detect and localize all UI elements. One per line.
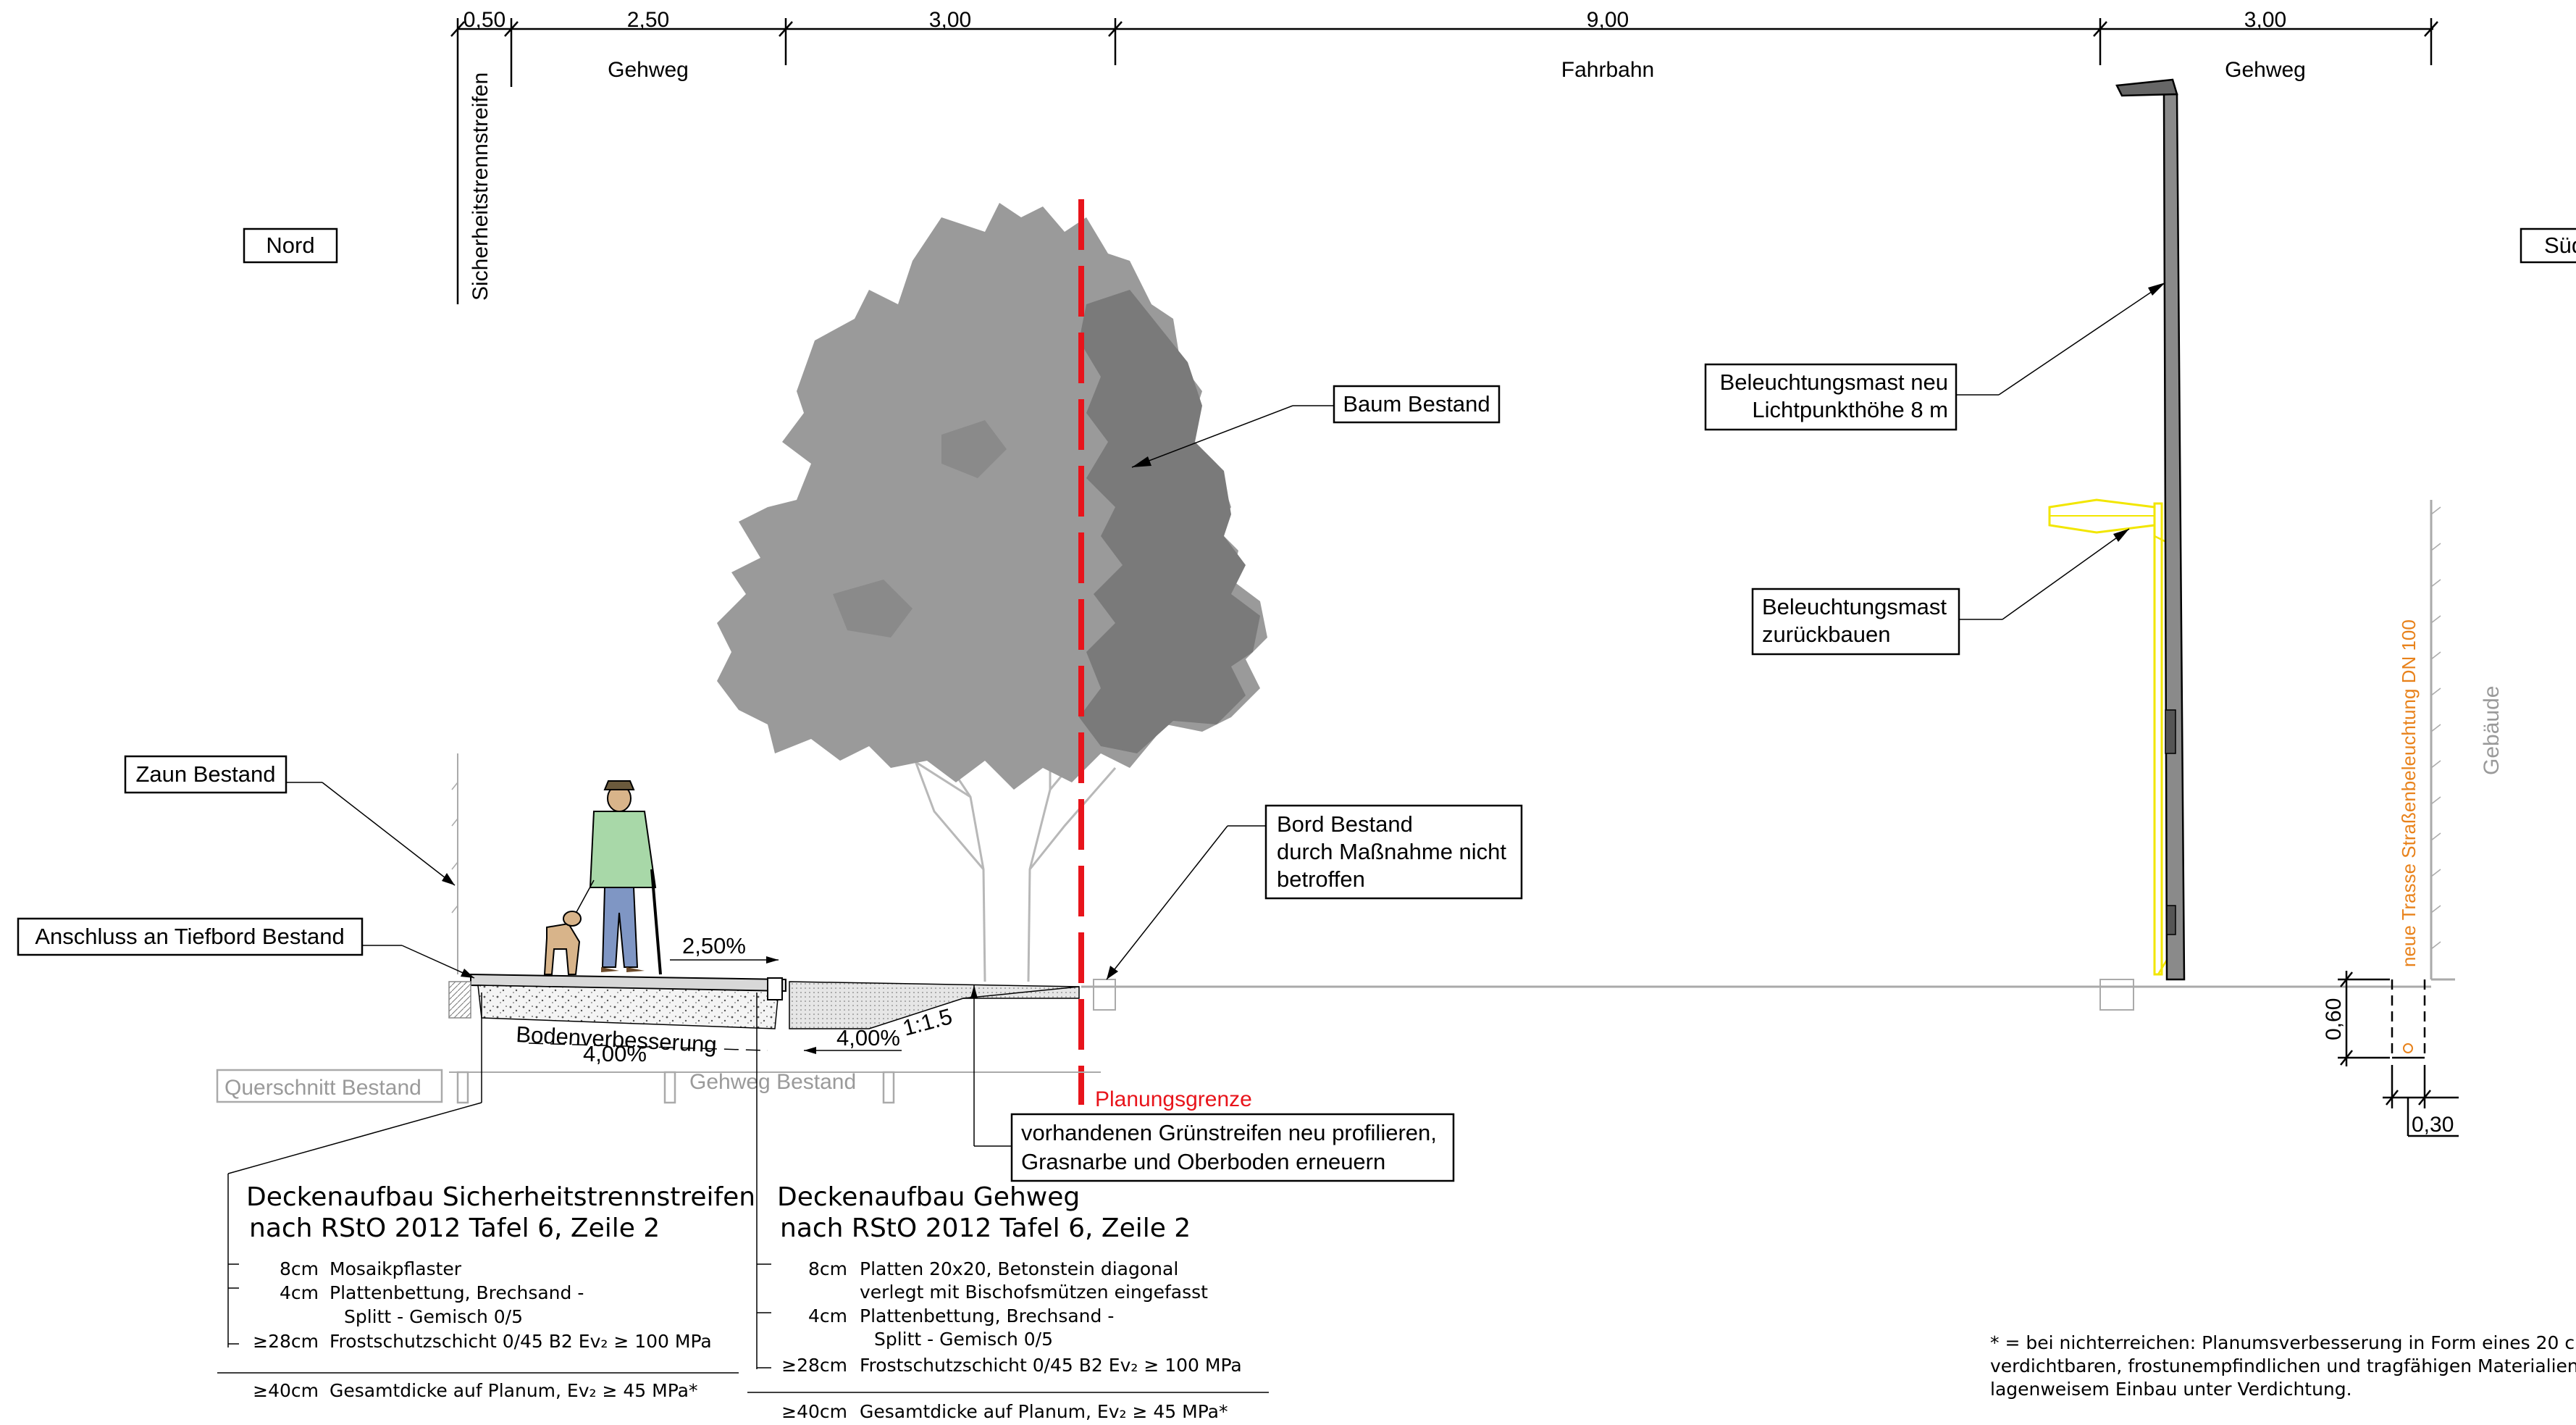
south-label: Süd — [2544, 233, 2576, 258]
callout-fence: Zaun Bestand — [124, 755, 456, 886]
existing-walkway-label: Gehweg Bestand — [689, 1070, 856, 1094]
slope-walkway: 2,50% — [682, 933, 746, 958]
callout-low-curb: Anschluss an Tiefbord Bestand — [17, 917, 475, 979]
pavement-right-title2: nach RStO 2012 Tafel 6, Zeile 2 — [780, 1213, 1191, 1243]
slope-base: 4,00% — [583, 1041, 647, 1066]
cross-section-surface — [448, 973, 2455, 1059]
callout-curb-line2: durch Maßnahme nicht — [1277, 839, 1506, 864]
footnote-line1: * = bei nichterreichen: Planumsverbesser… — [1990, 1332, 2576, 1353]
trench-depth-value: 0,60 — [2322, 998, 2346, 1040]
dim-label-walkway-left: Gehweg — [608, 58, 689, 82]
callout-mast-new: Beleuchtungsmast neu Lichtpunkthöhe 8 m — [1704, 282, 2166, 431]
pavement-left-layer3: Splitt - Gemisch 0/5 — [344, 1306, 523, 1327]
callout-mast-remove-line1: Beleuchtungsmast — [1762, 594, 1947, 619]
tree-existing — [717, 203, 1267, 982]
orientation-labels: Nord Süd — [243, 227, 2576, 264]
callout-curb-line3: betroffen — [1277, 866, 1365, 892]
dim-label-safety-strip-vertical: Sicherheitstrennstreifen — [469, 72, 492, 301]
existing-section-label: Querschnitt Bestand — [225, 1076, 421, 1100]
callout-fence-label: Zaun Bestand — [135, 761, 275, 787]
cable-route-label: neue Trasse Straßenbeleuchtung DN 100 — [2398, 619, 2420, 967]
existing-section: Querschnitt Bestand Gehweg Bestand — [216, 1069, 1101, 1104]
pavement-right-total-thk: ≥40cm — [781, 1401, 847, 1422]
pavement-left-title2: nach RStO 2012 Tafel 6, Zeile 2 — [249, 1213, 660, 1243]
lighting-mast-old — [2048, 498, 2170, 976]
building-edge: Gebäude neue Trasse Straßenbeleuchtung D… — [2398, 500, 2504, 979]
footnote-line2: verdichtbaren, frostunempfindlichen und … — [1990, 1355, 2576, 1376]
dim-value-carriageway: 9,00 — [1587, 8, 1629, 32]
pavement-left-layer4-thk: ≥28cm — [253, 1331, 319, 1352]
pavement-left-layer1-thk: 8cm — [280, 1258, 319, 1279]
dim-label-carriageway: Fahrbahn — [1561, 58, 1654, 82]
pavement-right-layer4: Splitt - Gemisch 0/5 — [874, 1329, 1053, 1350]
pavement-right-title1: Deckenaufbau Gehweg — [777, 1182, 1080, 1212]
pavement-left-layer2: Plattenbettung, Brechsand - — [330, 1282, 584, 1303]
callout-tree-label: Baum Bestand — [1343, 391, 1490, 417]
dim-value-green-strip: 3,00 — [929, 8, 971, 32]
pavement-right-layer3-thk: 4cm — [808, 1305, 847, 1326]
callout-low-curb-label: Anschluss an Tiefbord Bestand — [35, 924, 344, 949]
trench-width-value: 0,30 — [2412, 1113, 2454, 1137]
callout-green-strip: vorhandenen Grünstreifen neu profilieren… — [970, 985, 1455, 1182]
callout-curb: Bord Bestand durch Maßnahme nicht betrof… — [1106, 804, 1523, 980]
pavement-right-layer3: Plattenbettung, Brechsand - — [860, 1305, 1114, 1326]
pavement-left-layer4: Frostschutzschicht 0/45 B2 Ev₂ ≥ 100 MPa — [330, 1331, 712, 1352]
pavement-left-total: Gesamtdicke auf Planum, Ev₂ ≥ 45 MPa* — [330, 1380, 697, 1401]
pavement-structure-right: Deckenaufbau Gehweg nach RStO 2012 Tafel… — [747, 993, 1269, 1422]
pavement-right-layer1: Platten 20x20, Betonstein diagonal — [860, 1258, 1178, 1279]
dim-value-safety-strip: 0,50 — [463, 8, 505, 32]
callout-mast-new-line2: Lichtpunkthöhe 8 m — [1752, 397, 1948, 422]
callout-curb-line1: Bord Bestand — [1277, 811, 1413, 837]
callout-mast-remove: Beleuchtungsmast zurückbauen — [1751, 528, 2130, 656]
pavement-right-layer1-thk: 8cm — [808, 1258, 847, 1279]
callout-green-line2: Grasnarbe und Oberboden erneuern — [1021, 1149, 1385, 1174]
pavement-structure-left: Deckenaufbau Sicherheitstrennstreifen na… — [217, 993, 755, 1401]
footnote-line3: lagenweisem Einbau unter Verdichtung. — [1990, 1379, 2352, 1400]
dim-label-walkway-right: Gehweg — [2225, 58, 2306, 82]
slope-green: 4,00% — [836, 1025, 900, 1050]
building-label: Gebäude — [2480, 686, 2504, 775]
pavement-left-title1: Deckenaufbau Sicherheitstrennstreifen — [246, 1182, 755, 1212]
fence-existing — [451, 753, 458, 974]
lighting-mast-new — [2115, 78, 2186, 981]
callout-tree: Baum Bestand — [1131, 385, 1501, 468]
pavement-left-layer2-thk: 4cm — [280, 1282, 319, 1303]
footnote: * = bei nichterreichen: Planumsverbesser… — [1990, 1332, 2576, 1400]
pavement-right-total: Gesamtdicke auf Planum, Ev₂ ≥ 45 MPa* — [860, 1401, 1228, 1422]
pedestrian-with-dog-icon — [543, 780, 662, 975]
callout-mast-new-line1: Beleuchtungsmast neu — [1720, 369, 1948, 395]
pavement-right-layer5: Frostschutzschicht 0/45 B2 Ev₂ ≥ 100 MPa — [860, 1355, 1242, 1376]
callout-green-line1: vorhandenen Grünstreifen neu profilieren… — [1021, 1120, 1437, 1145]
dimension-chain: 0,50 2,50 3,00 9,00 3,00 Gehweg Fahrbahn… — [450, 8, 2438, 304]
trench-dimensions: 0,60 0,30 — [2322, 971, 2459, 1137]
pavement-right-layer2: verlegt mit Bischofsmützen eingefasst — [860, 1282, 1208, 1303]
pavement-right-layer5-thk: ≥28cm — [781, 1355, 847, 1376]
north-label: Nord — [266, 233, 314, 258]
pavement-left-layer1: Mosaikpflaster — [330, 1258, 462, 1279]
planning-boundary-label: Planungsgrenze — [1095, 1087, 1252, 1111]
dim-value-walkway-right: 3,00 — [2244, 8, 2286, 32]
dim-value-walkway-left: 2,50 — [627, 8, 669, 32]
pavement-left-total-thk: ≥40cm — [253, 1380, 319, 1401]
callout-mast-remove-line2: zurückbauen — [1762, 622, 1891, 647]
